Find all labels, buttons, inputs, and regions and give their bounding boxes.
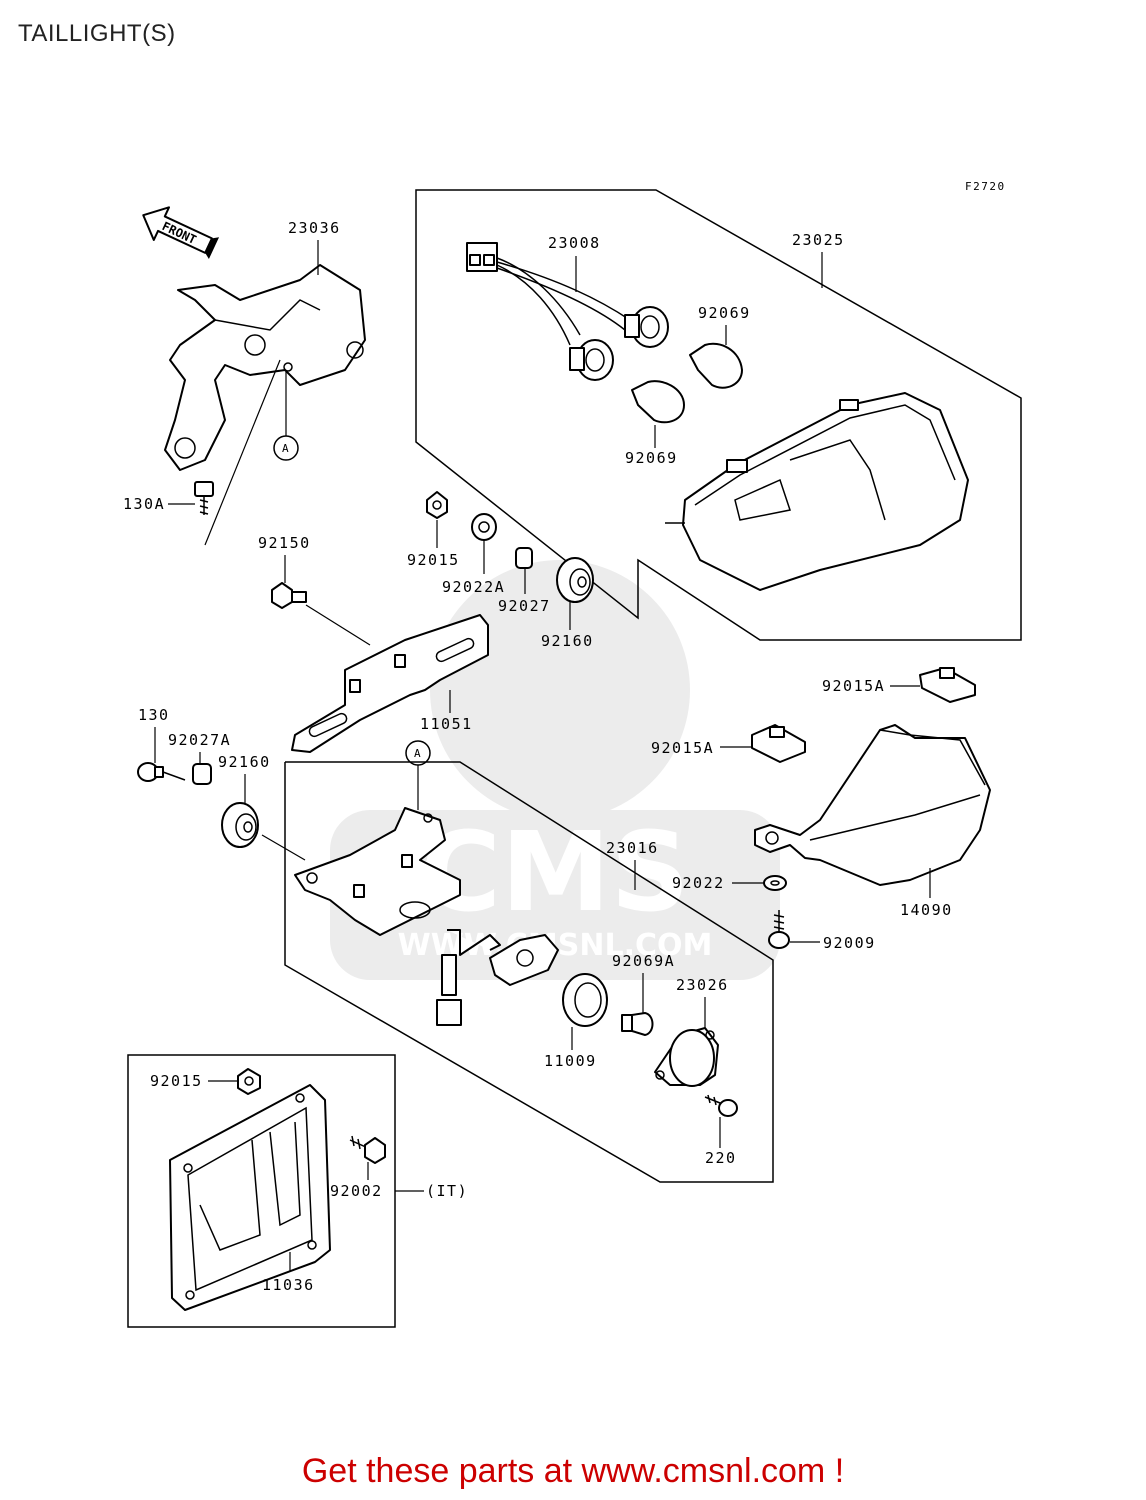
- callout-92015a-top: 92015A: [822, 677, 885, 695]
- callout-92027a: 92027A: [168, 731, 231, 749]
- bulb-92069a: [621, 1012, 654, 1036]
- svg-text:A: A: [282, 442, 290, 455]
- grommet-92160-top: [556, 557, 594, 603]
- lamp-socket: [436, 929, 559, 1026]
- callout-23016: 23016: [606, 839, 659, 857]
- ref-a-marker-top: A: [273, 435, 299, 461]
- callout-23036: 23036: [288, 219, 341, 237]
- callout-220: 220: [705, 1149, 737, 1167]
- license-light-bracket: [294, 807, 461, 936]
- cover-14090: [754, 724, 991, 886]
- footer-link-text[interactable]: Get these parts at www.cmsnl.com !: [301, 1452, 845, 1490]
- callout-92015-plate: 92015: [150, 1072, 203, 1090]
- wiring-harness-23008: [466, 242, 669, 381]
- washer-92022: [763, 875, 787, 891]
- grommet-92160-left: [221, 802, 259, 848]
- watermark-brand: CMS: [420, 808, 689, 936]
- nut-92015-plate: [237, 1068, 261, 1095]
- callout-92022: 92022: [672, 874, 725, 892]
- callout-130a: 130A: [123, 495, 165, 513]
- gasket-11009: [562, 973, 608, 1027]
- assembly-box-23025: [415, 189, 1022, 641]
- callout-92069-top: 92069: [698, 304, 751, 322]
- callout-92160-left: 92160: [218, 753, 271, 771]
- bracket-23036: [164, 264, 366, 471]
- callout-130: 130: [138, 706, 170, 724]
- front-arrow-icon: FRONT: [142, 206, 220, 260]
- nut-92015: [426, 491, 448, 519]
- callout-92069a: 92069A: [612, 952, 675, 970]
- lens-23026: [654, 1027, 719, 1087]
- callout-23026: 23026: [676, 976, 729, 994]
- callout-92002: 92002: [330, 1182, 383, 1200]
- callout-14090: 14090: [900, 901, 953, 919]
- callout-92022a: 92022A: [442, 578, 505, 596]
- bolt-130: [137, 762, 186, 782]
- clip-92015a-mid: [751, 724, 806, 763]
- bolt-92150: [271, 582, 307, 609]
- screw-220: [704, 1094, 738, 1117]
- washer-92022a: [471, 513, 497, 541]
- clip-92015a-top: [919, 667, 976, 703]
- page-title: TAILLIGHT(S): [18, 20, 176, 47]
- bulb-92069-bottom: [631, 380, 685, 424]
- callout-92150: 92150: [258, 534, 311, 552]
- taillight-lens: [665, 392, 969, 591]
- figure-code: F2720: [965, 180, 1006, 193]
- callout-92069-bottom: 92069: [625, 449, 678, 467]
- collar-92027a: [192, 763, 212, 785]
- bulb-92069-top: [689, 342, 743, 389]
- svg-text:A: A: [414, 747, 422, 760]
- callout-23008: 23008: [548, 234, 601, 252]
- callout-11051: 11051: [420, 715, 473, 733]
- bolt-92002: [349, 1135, 386, 1164]
- bolt-130a: [194, 481, 214, 515]
- callout-92160-top: 92160: [541, 632, 594, 650]
- callout-23025: 23025: [792, 231, 845, 249]
- callout-11009: 11009: [544, 1052, 597, 1070]
- callout-92015a-mid: 92015A: [651, 739, 714, 757]
- callout-92009: 92009: [823, 934, 876, 952]
- callout-92015-mid: 92015: [407, 551, 460, 569]
- callout-92027: 92027: [498, 597, 551, 615]
- bracket-11051: [291, 614, 489, 753]
- callout-11036: 11036: [262, 1276, 315, 1294]
- screw-92009: [768, 910, 790, 949]
- callout-it: (IT): [426, 1182, 468, 1200]
- collar-92027: [515, 547, 533, 569]
- assembly-box-23016: [284, 761, 774, 1183]
